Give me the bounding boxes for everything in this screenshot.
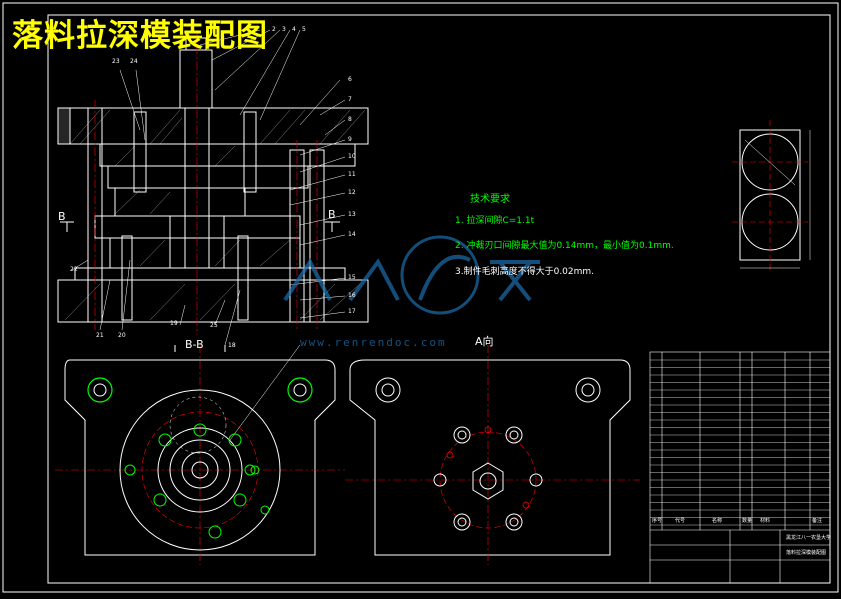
callout-number: 1	[262, 26, 266, 33]
callout-number: 12	[348, 189, 356, 196]
column-label: 备注	[812, 518, 823, 524]
callout-number: 13	[348, 211, 356, 218]
section-marker-b	[60, 221, 340, 232]
watermark-logo	[283, 235, 540, 315]
view-label-bb: B-B	[185, 338, 204, 351]
callout-number: 10	[348, 153, 356, 160]
callout-number: 11	[348, 171, 356, 178]
strip-layout-view	[732, 120, 811, 270]
callout-number: 18	[228, 342, 236, 349]
column-label: 代号	[675, 518, 686, 524]
title-block	[649, 351, 831, 584]
callout-number: 23	[112, 58, 120, 65]
main-center-lines	[94, 30, 318, 335]
title-block-school: 黑龙江八一农垦大学	[786, 535, 832, 541]
column-label: 序号	[652, 518, 663, 524]
callout-number: 7	[348, 96, 352, 103]
leader-lines	[71, 29, 346, 346]
tech-requirement-2: 2. 冲裁刃口间隙最大值为0.14mm，最小值为0.1mm.	[455, 241, 674, 251]
tech-requirement-1: 1. 拉深间隙C=1.1t	[455, 216, 535, 226]
view-label-a: A向	[475, 335, 494, 348]
callout-number: 20	[118, 332, 126, 339]
callout-number: 16	[348, 292, 356, 299]
callout-number: 24	[130, 58, 138, 65]
callout-number: 14	[348, 231, 356, 238]
callout-number: 6	[348, 76, 352, 83]
view-bb	[55, 344, 345, 565]
parts-list-rows	[650, 359, 830, 526]
view-a	[345, 345, 640, 565]
callout-number: 8	[348, 116, 352, 123]
callout-number: 19	[170, 320, 178, 327]
callout-number: 17	[348, 308, 356, 315]
column-label: 材料	[760, 518, 771, 524]
section-mark-b-left: B	[58, 210, 66, 223]
watermark-url: www.renrendoc.com	[300, 336, 447, 349]
main-section-view	[57, 37, 369, 323]
callout-number: 2	[272, 26, 276, 33]
tech-requirements-heading: 技术要求	[470, 194, 510, 205]
tech-requirement-3: 3.制件毛刺高度不得大于0.02mm.	[455, 267, 595, 277]
callout-number: 4	[292, 26, 296, 33]
section-hatching	[64, 109, 366, 321]
column-label: 名称	[712, 518, 723, 524]
page-title: 落料拉深模装配图	[12, 18, 268, 54]
inner-frame	[47, 14, 831, 584]
title-block-drawing-name: 落料拉深模装配图	[786, 550, 827, 556]
callout-number: 22	[70, 266, 78, 273]
callout-number: 15	[348, 274, 356, 281]
callout-number: 25	[210, 322, 218, 329]
column-label: 数量	[742, 518, 753, 524]
callout-number: 21	[96, 332, 104, 339]
callout-number: 5	[302, 26, 306, 33]
callout-number: 9	[348, 136, 352, 143]
section-mark-b-right: B	[328, 208, 336, 221]
callout-number: 3	[282, 26, 286, 33]
